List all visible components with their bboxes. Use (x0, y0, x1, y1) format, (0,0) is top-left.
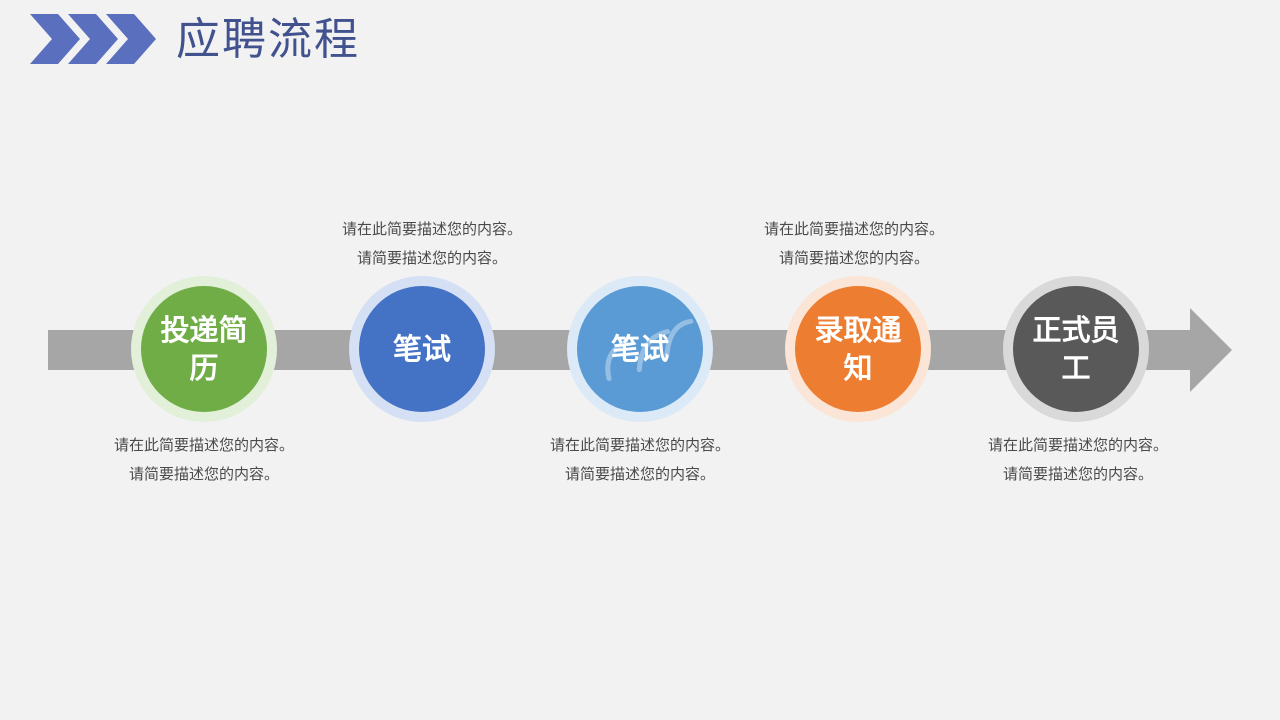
step-submit-resume: 投递简历 (131, 276, 277, 422)
step-description: 请在此简要描述您的内容。 请简要描述您的内容。 (948, 431, 1208, 489)
step-written-test-2: 笔试 (567, 276, 713, 422)
step-description-line: 请简要描述您的内容。 (564, 465, 715, 483)
step-circle: 正式员工 (1013, 286, 1139, 412)
step-description: 请在此简要描述您的内容。 请简要描述您的内容。 (302, 215, 562, 273)
step-description-line: 请简要描述您的内容。 (356, 249, 507, 267)
step-official-employee: 正式员工 (1003, 276, 1149, 422)
step-written-test: 笔试 (349, 276, 495, 422)
step-description-line: 请在此简要描述您的内容。 (549, 436, 730, 454)
step-description-line: 请简要描述您的内容。 (778, 249, 929, 267)
step-description-line: 请简要描述您的内容。 (128, 465, 279, 483)
step-description: 请在此简要描述您的内容。 请简要描述您的内容。 (724, 215, 984, 273)
step-label: 笔试 (392, 332, 451, 366)
step-description: 请在此简要描述您的内容。 请简要描述您的内容。 (74, 431, 334, 489)
step-description-line: 请在此简要描述您的内容。 (341, 220, 522, 238)
step-description-line: 请在此简要描述您的内容。 (987, 436, 1168, 454)
step-description: 请在此简要描述您的内容。 请简要描述您的内容。 (510, 431, 770, 489)
step-circle: 笔试 (359, 286, 485, 412)
page-title: 应聘流程 (176, 14, 360, 65)
step-label: 正式员工 (1032, 313, 1120, 385)
step-label: 录取通知 (814, 313, 902, 385)
step-offer-notice: 录取通知 (785, 276, 931, 422)
step-label: 笔试 (610, 332, 669, 366)
step-circle: 投递简历 (141, 286, 267, 412)
step-description-line: 请在此简要描述您的内容。 (763, 220, 944, 238)
step-description-line: 请在此简要描述您的内容。 (113, 436, 294, 454)
step-label: 投递简历 (160, 313, 248, 385)
header-chevrons-icon (30, 14, 156, 64)
step-circle: 笔试 (577, 286, 703, 412)
step-description-line: 请简要描述您的内容。 (1002, 465, 1153, 483)
step-circle: 录取通知 (795, 286, 921, 412)
